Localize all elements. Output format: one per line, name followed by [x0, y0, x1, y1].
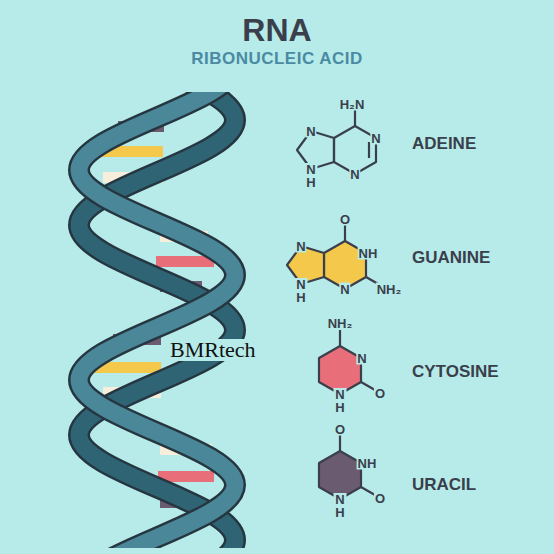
- base-name: ADEINE: [412, 135, 476, 152]
- atom-label: N H: [305, 163, 318, 189]
- double-helix: [79, 92, 235, 548]
- atom-label: NH₂: [376, 283, 403, 296]
- base-name: CYTOSINE: [412, 363, 499, 380]
- atom-label: N: [305, 125, 316, 138]
- atom-label: N H: [295, 278, 308, 304]
- atom-label: N: [370, 132, 381, 145]
- atom-label: N: [356, 352, 367, 365]
- atom-label: O: [339, 213, 351, 226]
- atom-label: N H: [334, 493, 347, 519]
- title: RNA: [242, 14, 311, 46]
- atom-label: NH: [357, 457, 378, 470]
- atom-label: O: [374, 492, 386, 505]
- atom-label: O: [374, 387, 386, 400]
- atom-label: NH₂: [327, 317, 354, 330]
- subtitle: RIBONUCLEIC ACID: [191, 50, 363, 67]
- atom-label: NH: [358, 247, 379, 260]
- atom-label: O: [334, 423, 346, 436]
- base-name: URACIL: [412, 476, 476, 493]
- atom-label: N: [339, 283, 350, 296]
- cytosine-structure: [319, 330, 375, 394]
- watermark: BMRtech: [168, 339, 258, 361]
- base-name: GUANINE: [412, 249, 490, 266]
- atom-label: N: [349, 168, 360, 181]
- atom-label: N: [295, 240, 306, 253]
- atom-label: N H: [334, 388, 347, 414]
- atom-label: H₂N: [339, 98, 366, 111]
